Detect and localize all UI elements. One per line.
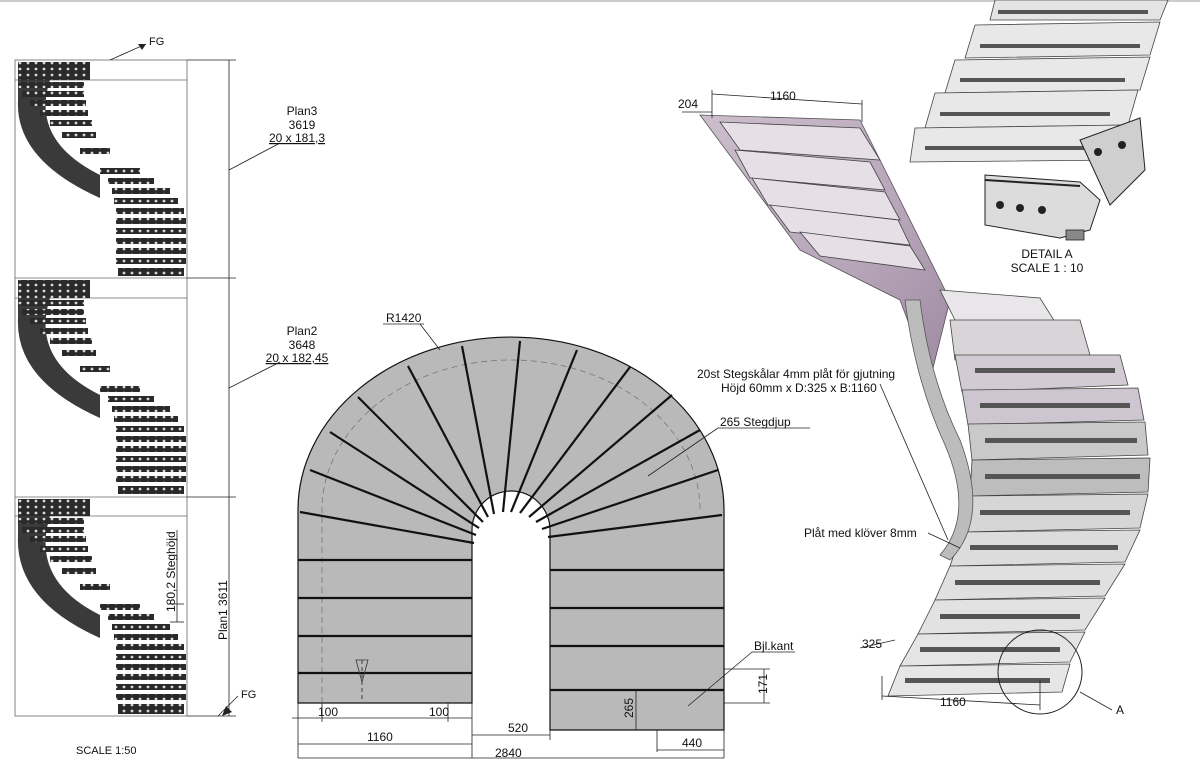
dim-325: 325 xyxy=(862,637,882,651)
plan2-name: Plan2 xyxy=(287,324,318,338)
dim-440: 440 xyxy=(682,736,702,750)
isometric-view xyxy=(682,90,1151,715)
detail-scale: SCALE 1 : 10 xyxy=(1011,261,1084,275)
left-treads xyxy=(298,558,472,675)
fg-top-label: FG xyxy=(149,36,164,48)
fg-bottom-label: FG xyxy=(241,689,256,701)
elevation-view xyxy=(14,43,281,717)
plan2-height: 3648 xyxy=(289,338,316,352)
detail-title: DETAIL A xyxy=(1021,247,1072,261)
dim-1160-bottom: 1160 xyxy=(940,695,966,709)
dim-1160: 1160 xyxy=(367,730,393,744)
radial-treads xyxy=(299,340,723,545)
dim-2840: 2840 xyxy=(495,746,522,760)
plan3-steps: 20 x 181,3 xyxy=(269,131,325,145)
edge-label: Bjl.kant xyxy=(754,639,794,653)
stair-section-plan2 xyxy=(17,280,186,494)
detail-ref-label: A xyxy=(1116,703,1124,717)
plan2-steps: 20 x 182,45 xyxy=(266,351,329,365)
plan-view xyxy=(292,323,810,759)
dim-204: 204 xyxy=(678,97,698,111)
dim-1160-top: 1160 xyxy=(770,89,796,103)
step-depth-label: 265 Stegdjup xyxy=(720,415,791,429)
plan3-name: Plan3 xyxy=(287,104,318,118)
stair-plan-outline xyxy=(297,336,725,731)
stair-section-plan1 xyxy=(17,499,186,714)
detail-a-circle xyxy=(997,629,1083,715)
iso-note-line1: 20st Stegskålar 4mm plåt för gjutning xyxy=(697,367,895,381)
dim-520: 520 xyxy=(508,721,528,735)
dim-171: 171 xyxy=(756,674,770,694)
plan1-label: Plan1 3611 xyxy=(216,580,230,640)
dim-100-right: 100 xyxy=(429,705,449,719)
step-height-label: 180,2 Steghöjd xyxy=(164,531,178,612)
stair-section-plan3 xyxy=(17,62,186,276)
right-treads xyxy=(550,568,724,692)
radius-label: R1420 xyxy=(386,311,422,325)
plan3-height: 3619 xyxy=(289,118,316,132)
dim-100-left: 100 xyxy=(318,705,338,719)
detail-a-view xyxy=(909,0,1169,241)
plate-note: Plåt med klöver 8mm xyxy=(804,526,917,540)
elevation-frame xyxy=(14,59,188,717)
dim-265: 265 xyxy=(622,698,636,718)
iso-note-line2: Höjd 60mm x D:325 x B:1160 xyxy=(721,381,877,395)
elevation-scale: SCALE 1:50 xyxy=(76,745,137,757)
